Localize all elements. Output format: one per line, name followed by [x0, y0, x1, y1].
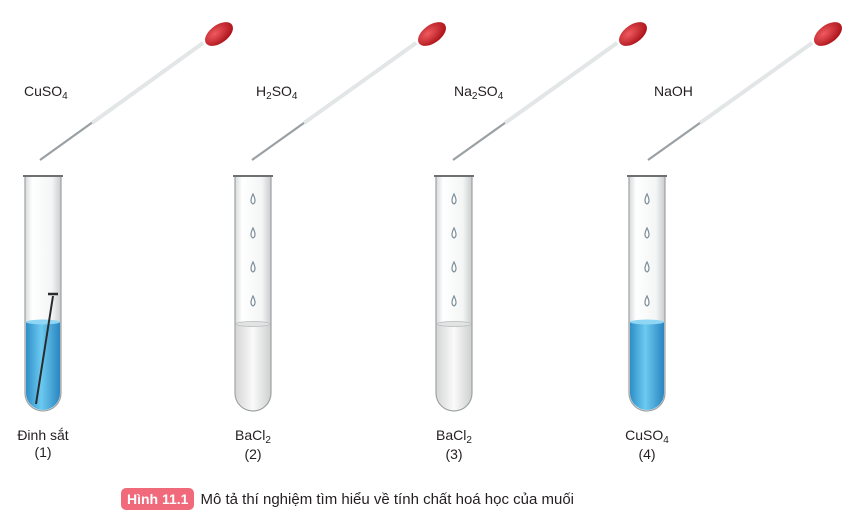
tube-label-subscript: 2	[466, 435, 472, 446]
reagent-text-tail: SO	[477, 83, 498, 99]
test-tube-3	[434, 175, 474, 412]
test-tube-1	[23, 175, 63, 412]
tube-number: (3)	[445, 446, 463, 462]
reagent-label-cuso4: CuSO4	[24, 83, 68, 102]
reagent-text: H	[256, 83, 267, 99]
experiment-illustration	[23, 22, 842, 412]
dropper-3	[452, 22, 647, 161]
test-tube-4	[627, 175, 667, 412]
tube-label-1: Đinh sắt (1)	[0, 427, 88, 461]
tube-number: (2)	[244, 446, 262, 462]
tube-label-subscript: 2	[265, 435, 271, 446]
reagent-label-h2so4: H2SO4	[256, 83, 298, 102]
reagent-text-tail: SO	[271, 83, 292, 99]
tube-label-text: Đinh sắt	[17, 427, 69, 443]
drops-3	[451, 192, 457, 307]
tube-label-text: BaCl	[436, 427, 467, 443]
dropper-1	[39, 22, 233, 161]
drops-4	[644, 192, 650, 307]
test-tube-2	[233, 175, 273, 412]
tube-label-4: CuSO4 (4)	[602, 427, 692, 463]
reagent-text: Na	[454, 83, 472, 99]
reagent-label-naoh: NaOH	[654, 83, 693, 99]
reagent-subscript: 2	[471, 91, 478, 102]
tube-label-3: BaCl2 (3)	[409, 427, 499, 463]
drops-2	[250, 192, 256, 307]
tube-label-text: BaCl	[235, 427, 266, 443]
tube-label-subscript: 4	[663, 435, 669, 446]
figure-caption: Hình 11.1 Mô tả thí nghiệm tìm hiểu về t…	[121, 487, 574, 511]
caption-text: Mô tả thí nghiệm tìm hiểu về tính chất h…	[200, 490, 575, 508]
dropper-4	[647, 22, 842, 161]
reagent-subscript-2: 4	[497, 91, 504, 102]
reagent-subscript: 2	[266, 91, 272, 102]
reagent-subscript-2: 4	[291, 91, 298, 102]
figure-badge: Hình 11.1	[121, 488, 195, 510]
tube-number: (4)	[638, 446, 656, 462]
reagent-text: CuSO	[24, 83, 63, 99]
tube-label-text: CuSO	[625, 427, 664, 443]
dropper-2	[251, 22, 446, 161]
reagent-text: NaOH	[654, 83, 693, 99]
reagent-label-na2so4: Na2SO4	[454, 83, 504, 102]
tube-label-2: BaCl2 (2)	[208, 427, 298, 463]
reagent-subscript: 4	[62, 91, 68, 102]
tube-number: (1)	[34, 444, 52, 460]
